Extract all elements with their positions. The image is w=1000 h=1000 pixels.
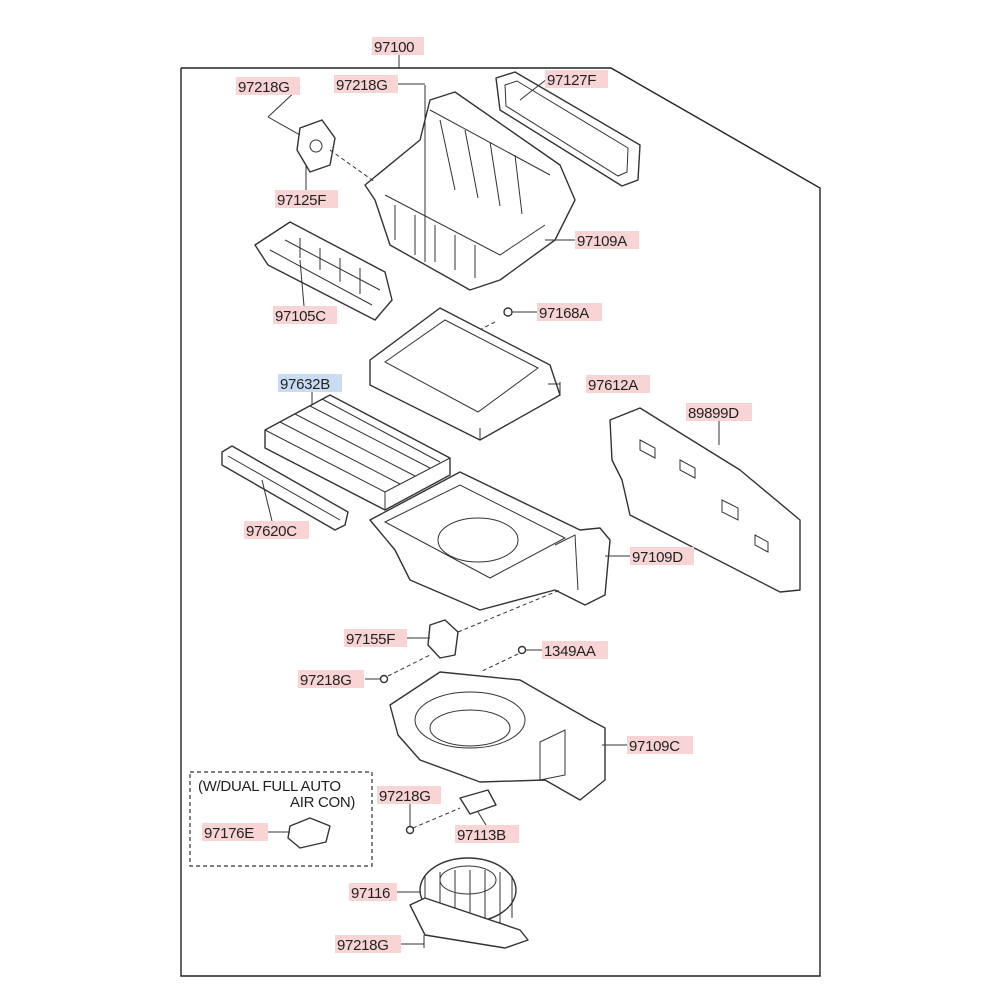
label-97127f[interactable]: 97127F (545, 70, 608, 89)
label-97632b[interactable]: 97632B (278, 374, 342, 393)
label-97218g-2-text: 97218G (336, 77, 388, 94)
part-97155f-resistor (427, 589, 561, 659)
part-97127f-gasket (495, 71, 641, 187)
label-97127f-text: 97127F (547, 72, 596, 89)
part-97113b-module (405, 789, 497, 835)
label-97168a[interactable]: 97168A (537, 303, 602, 322)
label-97116[interactable]: 97116 (349, 883, 397, 902)
label-97176e[interactable]: 97176E (202, 823, 268, 842)
label-97168a-text: 97168A (539, 305, 589, 322)
part-97109a-upper-case (364, 85, 576, 291)
label-97109c[interactable]: 97109C (627, 736, 693, 755)
label-89899d[interactable]: 89899D (686, 403, 752, 422)
label-97109c-text: 97109C (629, 738, 680, 755)
label-97109a-text: 97109A (577, 233, 627, 250)
label-97620c-text: 97620C (246, 523, 297, 540)
label-97100-text: 97100 (374, 39, 414, 56)
part-97109c-blower-case (389, 671, 606, 801)
option-note-line2: AIR CON) (290, 794, 355, 811)
label-97125f[interactable]: 97125F (275, 190, 338, 209)
label-97218g-5-text: 97218G (337, 937, 389, 954)
label-97176e-text: 97176E (204, 825, 254, 842)
label-97218g-1[interactable]: 97218G (236, 77, 300, 96)
part-97109d-lower-case (369, 471, 611, 611)
label-97218g-5[interactable]: 97218G (335, 935, 401, 954)
option-note-line1: (W/DUAL FULL AUTO (198, 778, 341, 795)
label-97109d-text: 97109D (632, 549, 683, 566)
label-97632b-text: 97632B (280, 376, 330, 393)
label-97100[interactable]: 97100 (372, 37, 424, 56)
part-97632b-cabin-filter (264, 394, 451, 511)
label-1349aa-text: 1349AA (544, 643, 596, 660)
part-screws-mid (379, 645, 527, 684)
part-97125f-actuator (267, 116, 376, 183)
label-97620c[interactable]: 97620C (244, 521, 309, 540)
label-97155f-text: 97155F (346, 631, 395, 648)
label-97113b[interactable]: 97113B (455, 825, 519, 844)
label-97105c[interactable]: 97105C (273, 306, 337, 325)
label-97612a-text: 97612A (588, 377, 638, 394)
part-89899d-pad (609, 407, 801, 593)
part-97116-blower-motor (409, 857, 529, 949)
label-97155f[interactable]: 97155F (344, 629, 407, 648)
label-97218g-4-text: 97218G (379, 788, 431, 805)
label-97218g-1-text: 97218G (238, 79, 290, 96)
label-97218g-3[interactable]: 97218G (298, 670, 364, 689)
option-box: (W/DUAL FULL AUTO AIR CON) (189, 771, 373, 867)
part-97105c-duct (254, 221, 393, 321)
label-97218g-2[interactable]: 97218G (334, 75, 398, 94)
label-1349aa[interactable]: 1349AA (542, 641, 608, 660)
assembly-frame (180, 55, 821, 977)
label-97113b-text: 97113B (457, 827, 506, 844)
part-97620c-filter-cover (221, 445, 349, 531)
label-97218g-4[interactable]: 97218G (377, 786, 441, 805)
part-97612a-filter-frame (369, 307, 561, 441)
label-97105c-text: 97105C (275, 308, 326, 325)
label-97218g-3-text: 97218G (300, 672, 352, 689)
label-97125f-text: 97125F (277, 192, 326, 209)
label-97612a[interactable]: 97612A (586, 375, 650, 394)
label-97109a[interactable]: 97109A (575, 231, 639, 250)
label-89899d-text: 89899D (688, 405, 739, 422)
label-97116-text: 97116 (351, 885, 390, 902)
label-97109d[interactable]: 97109D (630, 547, 694, 566)
part-97176e-sensor (287, 817, 331, 849)
